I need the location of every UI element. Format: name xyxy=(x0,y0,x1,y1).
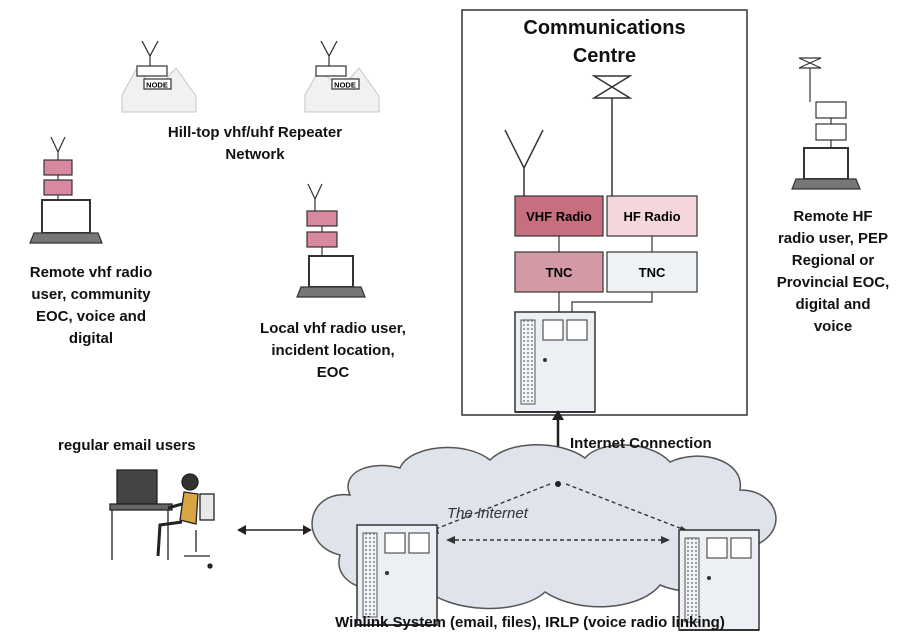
communications-centre-title: Communications Centre xyxy=(462,14,747,70)
the-internet-label: The Internet xyxy=(447,505,528,522)
comms-centre-server-icon xyxy=(514,311,596,413)
hilltop-repeater-label: Hill-top vhf/uhf Repeater Network xyxy=(167,124,343,163)
internet-connection-label: Internet Connection xyxy=(570,435,712,452)
email-link-arrow xyxy=(237,525,312,535)
tnc-left-box xyxy=(514,251,604,293)
node-label-left: NODE xyxy=(146,81,168,90)
internet-links xyxy=(427,483,691,541)
node-label-right: NODE xyxy=(334,81,356,90)
winlink-label: Winlink System (email, files), IRLP (voi… xyxy=(335,614,725,631)
tnc-right-box xyxy=(606,251,698,293)
hf-antenna-icon xyxy=(591,75,633,196)
repeater-node-right-icon: NODE xyxy=(304,40,380,113)
local-vhf-station-icon xyxy=(296,183,366,298)
remote-vhf-station-icon xyxy=(29,136,103,244)
vhf-antenna-icon xyxy=(504,129,544,196)
remote-hf-station-icon xyxy=(791,57,861,190)
remote-hf-label: Remote HF radio user, PEP Regional or Pr… xyxy=(776,208,890,335)
remote-vhf-label: Remote vhf radio user, community EOC, vo… xyxy=(29,264,153,347)
email-user-workstation-icon xyxy=(109,469,215,569)
local-vhf-label: Local vhf radio user, incident location,… xyxy=(260,320,406,381)
vhf-radio-label: VHF Radio xyxy=(526,209,592,224)
cc-title-line-2: Centre xyxy=(572,45,637,67)
hf-radio-label: HF Radio xyxy=(623,209,680,224)
tnc-right-label: TNC xyxy=(639,265,666,280)
winlink-server-left-icon xyxy=(356,524,438,626)
tnc-left-label: TNC xyxy=(546,265,573,280)
communications-centre-frame xyxy=(461,9,748,416)
email-users-label: regular email users xyxy=(58,437,196,454)
cc-title-line-1: Communications xyxy=(523,17,686,39)
repeater-node-left-icon: NODE xyxy=(121,40,197,113)
hf-radio-box xyxy=(606,195,698,237)
